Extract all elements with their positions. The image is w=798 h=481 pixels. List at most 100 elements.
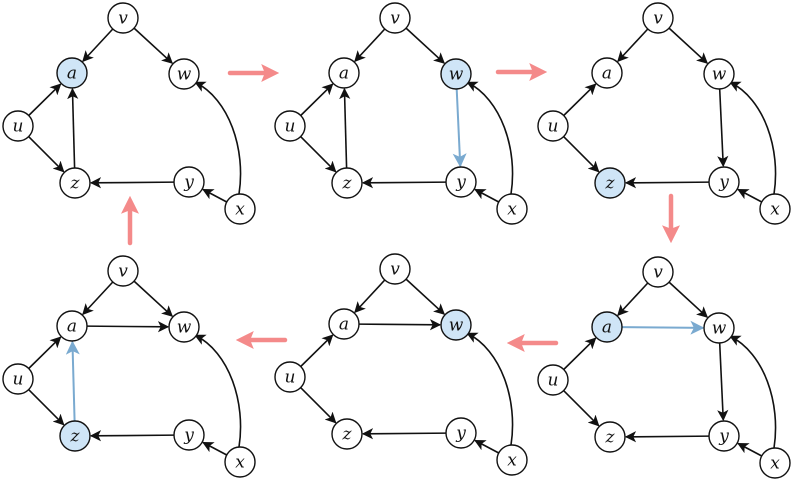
- node-u-circle: [2, 110, 34, 142]
- node-z: z: [594, 421, 626, 453]
- node-a: a: [591, 311, 623, 343]
- node-v: v: [642, 256, 674, 288]
- edge-w-to-y: [452, 88, 467, 168]
- edge-u-to-a: [563, 83, 597, 117]
- node-z-label: z: [70, 427, 81, 447]
- node-v-label: v: [118, 262, 128, 282]
- node-x-label: x: [770, 200, 780, 220]
- edge-v-to-w: [668, 281, 709, 318]
- node-u-circle: [537, 110, 569, 142]
- edge-u-to-z: [563, 390, 600, 427]
- node-z-circle: [59, 420, 91, 452]
- node-x-circle: [224, 446, 256, 478]
- node-v-circle: [107, 255, 139, 287]
- node-z-label: z: [70, 174, 81, 194]
- node-x-label: x: [507, 451, 517, 471]
- node-a: a: [328, 57, 360, 89]
- node-u: u: [274, 361, 306, 393]
- node-y-circle: [173, 166, 205, 198]
- node-y-label: y: [183, 426, 194, 446]
- edge-v-to-a: [82, 28, 114, 63]
- node-x-circle: [759, 193, 791, 225]
- edge-u-to-a: [563, 337, 597, 371]
- edge-y-to-z: [624, 431, 710, 443]
- node-y: y: [708, 166, 740, 198]
- node-w-label: w: [177, 318, 192, 338]
- node-v-label: v: [653, 9, 663, 29]
- step-arrows-layer: [121, 63, 680, 352]
- edge-v-to-w: [405, 278, 446, 315]
- node-x-circle: [759, 447, 791, 479]
- edge-x-to-w: [466, 332, 514, 446]
- edge-y-to-z: [89, 177, 175, 189]
- node-a-circle: [328, 308, 360, 340]
- node-x-label: x: [507, 200, 517, 220]
- edge-x-to-w: [729, 335, 777, 449]
- node-w: w: [440, 58, 472, 90]
- panel-6-edges: [28, 280, 242, 456]
- node-w-label: w: [712, 319, 727, 339]
- node-v-circle: [379, 2, 411, 34]
- node-v-label: v: [390, 9, 400, 29]
- node-z-label: z: [342, 174, 353, 194]
- node-w-circle: [168, 58, 200, 90]
- node-u: u: [537, 110, 569, 142]
- edge-z-to-a: [67, 87, 79, 169]
- edge-x-to-y: [474, 188, 500, 203]
- node-z-circle: [594, 421, 626, 453]
- node-x-circle: [496, 444, 528, 476]
- node-a-label: a: [67, 64, 77, 84]
- edge-v-to-a: [617, 282, 649, 317]
- node-y-circle: [708, 166, 740, 198]
- edge-v-to-w: [405, 27, 446, 64]
- node-v-circle: [379, 253, 411, 285]
- node-y-label: y: [183, 173, 194, 193]
- edge-v-to-w: [133, 27, 174, 64]
- edge-v-to-w: [668, 27, 709, 64]
- edge-v-to-a: [354, 28, 386, 63]
- node-z: z: [331, 418, 363, 450]
- node-y: y: [445, 417, 477, 449]
- edge-y-to-z: [361, 428, 447, 440]
- node-u: u: [2, 363, 34, 395]
- node-u: u: [2, 110, 34, 142]
- node-z-label: z: [342, 425, 353, 445]
- node-z-label: z: [605, 428, 616, 448]
- edge-x-to-w: [466, 81, 514, 195]
- node-w-circle: [168, 311, 200, 343]
- panel-2-edges: [300, 27, 514, 203]
- node-y-circle: [708, 420, 740, 452]
- panel-4-edges: [563, 281, 777, 457]
- node-x-label: x: [235, 200, 245, 220]
- node-w-circle: [703, 312, 735, 344]
- node-x-label: x: [235, 453, 245, 473]
- edge-v-to-a: [82, 281, 114, 316]
- node-z: z: [59, 167, 91, 199]
- edge-x-to-y: [474, 439, 500, 454]
- node-v: v: [107, 255, 139, 287]
- edge-w-to-y: [717, 342, 729, 422]
- node-u-label: u: [13, 117, 24, 137]
- edge-v-to-w: [133, 280, 174, 317]
- node-w-circle: [440, 58, 472, 90]
- node-x: x: [759, 447, 791, 479]
- edge-y-to-z: [624, 177, 710, 189]
- node-x-circle: [496, 193, 528, 225]
- panel-3-edges: [563, 27, 777, 203]
- node-w: w: [703, 58, 735, 90]
- node-z-circle: [331, 418, 363, 450]
- node-y-label: y: [718, 173, 729, 193]
- node-a-circle: [56, 310, 88, 342]
- node-u-circle: [274, 361, 306, 393]
